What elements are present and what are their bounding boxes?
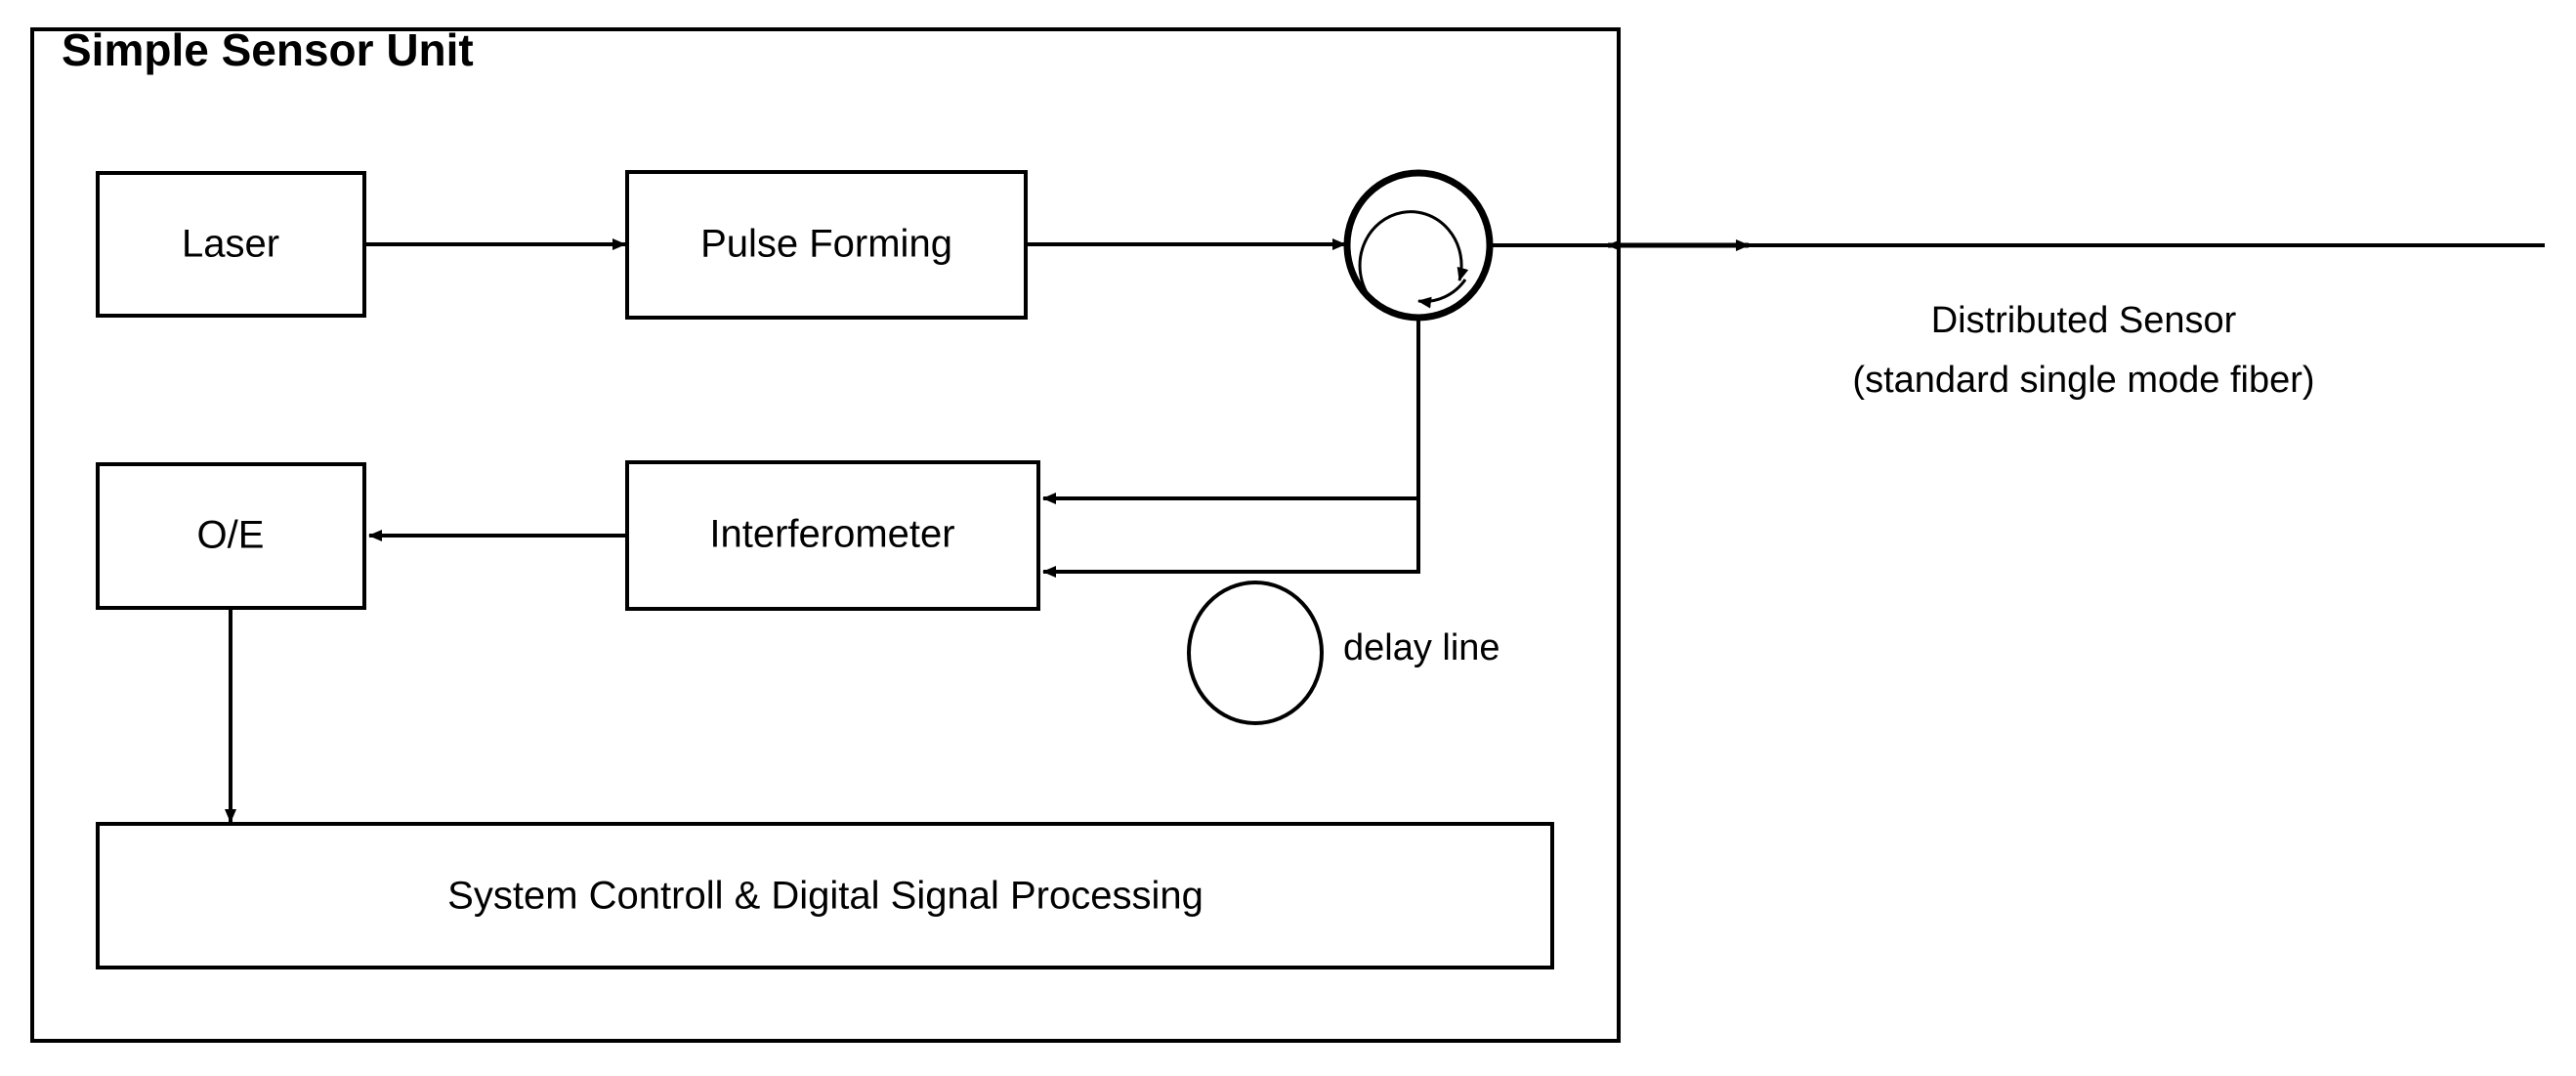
circulator-rotation-arc-lower	[1417, 279, 1467, 309]
block-laser[interactable]: Laser	[96, 171, 366, 318]
block-dsp-label: System Controll & Digital Signal Process…	[447, 875, 1204, 918]
circulator-rotation-arc-upper	[1358, 210, 1469, 298]
block-pulse-forming-label: Pulse Forming	[700, 223, 952, 266]
block-interferometer-label: Interferometer	[709, 513, 954, 556]
connector-circulator-to-interferometer-upper	[1042, 318, 1420, 504]
block-dsp[interactable]: System Controll & Digital Signal Process…	[96, 822, 1554, 969]
block-pulse-forming-rect	[625, 170, 1028, 320]
distributed-sensor-label-line1: Distributed Sensor	[1931, 300, 2237, 341]
block-oe-rect	[96, 462, 366, 610]
sensor-unit-enclosure	[30, 27, 1621, 1043]
block-interferometer[interactable]: Interferometer	[625, 460, 1040, 611]
block-laser-rect	[96, 171, 366, 318]
block-dsp-rect	[96, 822, 1554, 969]
delay-line-label: delay line	[1343, 627, 1500, 668]
block-oe[interactable]: O/E	[96, 462, 366, 610]
block-oe-label: O/E	[197, 514, 265, 557]
delay-line-icon[interactable]	[1187, 581, 1324, 725]
delay-line-loop	[1187, 581, 1324, 725]
block-laser-label: Laser	[182, 223, 279, 266]
block-interferometer-rect	[625, 460, 1040, 611]
connector-circulator-to-interferometer-lower	[1042, 498, 1420, 578]
distributed-sensor-label-line2: (standard single mode fiber)	[1852, 360, 2314, 401]
block-pulse-forming[interactable]: Pulse Forming	[625, 170, 1028, 320]
circulator-outer-circle	[1343, 169, 1494, 322]
optical-circulator-icon[interactable]	[1343, 169, 1494, 322]
page-title: Simple Sensor Unit	[62, 24, 474, 75]
